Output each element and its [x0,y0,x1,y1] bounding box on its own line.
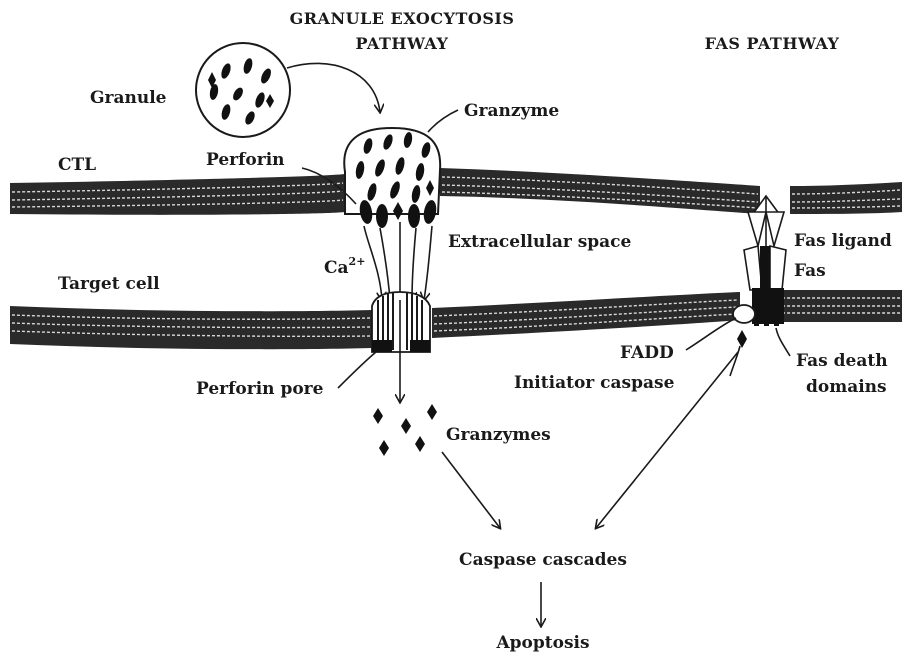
target-cell-label: Target cell [58,274,160,294]
granule-pathway-header-line2: PATHWAY [356,34,449,53]
fas-death-domains [754,312,779,326]
extracellular-space-label: Extracellular space [448,232,632,252]
granule-fusion-arrow [287,63,380,112]
initiator-caspase-label: Initiator caspase [514,373,675,393]
fas-pathway-header: FAS PATHWAY [705,34,840,53]
granzyme-leader-line [428,110,458,132]
ctl-label: CTL [58,155,96,175]
fas-death-leader-line [776,328,790,356]
granule-pathway-header-line1: GRANULE EXOCYTOSIS [290,9,515,28]
granzymes-label: Granzymes [446,425,551,445]
perforin-pore-label: Perforin pore [196,379,324,399]
calcium-label: Ca2+ [324,255,365,278]
apoptosis-label: Apoptosis [495,633,589,653]
fadd-label: FADD [620,343,674,363]
perforin-pore-leader-line [338,352,376,388]
granzyme-label: Granzyme [464,101,559,121]
fas-ligand-label: Fas ligand [794,231,892,251]
granzymes-to-caspase-arrow [442,452,500,528]
fadd-molecule [733,305,755,323]
granule-label: Granule [90,88,167,108]
initiator-caspase-molecule [737,330,747,348]
fas-death-domains-label-line2: domains [806,377,887,397]
fusing-granule [344,128,440,214]
perforin-migration-arrows [364,222,432,300]
fas-ligand-complex [744,196,786,324]
granule-vesicle [196,43,290,137]
perforin-label: Perforin [206,150,285,170]
caspase-cascades-label: Caspase cascades [459,550,627,570]
fas-label: Fas [794,261,826,281]
perforin-pore-structure [372,292,430,352]
fas-death-domains-label-line1: Fas death [796,351,888,371]
granzymes-cluster [373,404,437,456]
